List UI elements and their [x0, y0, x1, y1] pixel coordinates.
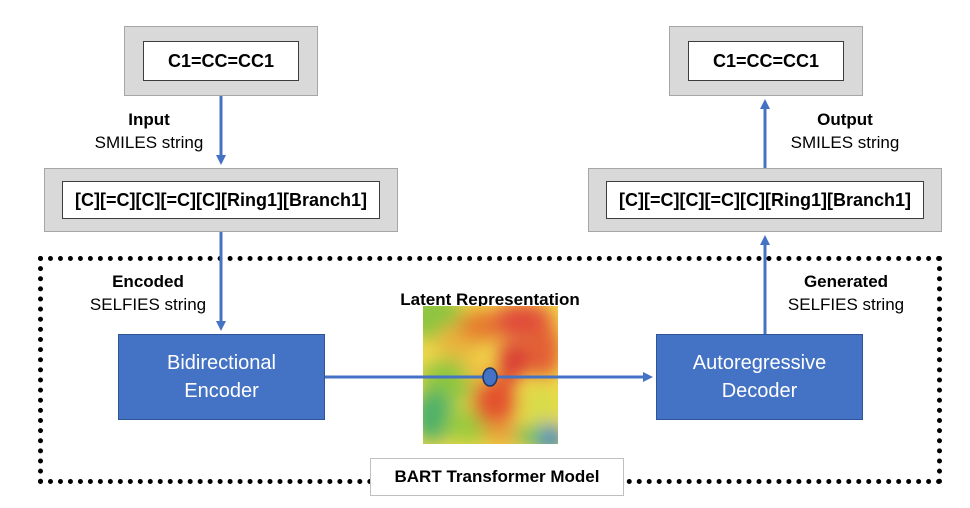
output-label-title: Output	[817, 110, 873, 129]
output-label: Output SMILES string	[780, 108, 910, 154]
model-label: BART Transformer Model	[370, 458, 624, 496]
encoder-line2: Encoder	[184, 380, 259, 402]
generated-label-subtitle: SELFIES string	[787, 295, 905, 314]
encoded-label: Encoded SELFIES string	[78, 270, 218, 316]
decoder-line2: Decoder	[721, 380, 798, 402]
output-smiles-box: C1=CC=CC1	[688, 41, 844, 81]
encoded-label-subtitle: SELFIES string	[89, 295, 207, 314]
input-label-subtitle: SMILES string	[94, 133, 204, 152]
decoder-line1: Autoregressive	[692, 352, 827, 374]
input-label: Input SMILES string	[86, 108, 212, 154]
input-smiles-panel: C1=CC=CC1	[124, 26, 318, 96]
latent-heatmap	[423, 306, 558, 444]
autoregressive-decoder: Autoregressive Decoder	[656, 334, 863, 420]
output-selfies-panel: [C][=C][C][=C][C][Ring1][Branch1]	[588, 168, 942, 232]
input-selfies-panel: [C][=C][C][=C][C][Ring1][Branch1]	[44, 168, 398, 232]
input-selfies-box: [C][=C][C][=C][C][Ring1][Branch1]	[62, 181, 380, 219]
latent-point	[482, 367, 498, 387]
encoder-line1: Bidirectional	[167, 352, 276, 374]
generated-label: Generated SELFIES string	[776, 270, 916, 316]
encoded-label-title: Encoded	[112, 272, 184, 291]
output-label-subtitle: SMILES string	[790, 133, 900, 152]
output-selfies-box: [C][=C][C][=C][C][Ring1][Branch1]	[606, 181, 924, 219]
latent-title: Latent Representation	[400, 290, 580, 309]
input-label-title: Input	[128, 110, 170, 129]
generated-label-title: Generated	[803, 272, 889, 291]
bidirectional-encoder: Bidirectional Encoder	[118, 334, 325, 420]
output-smiles-panel: C1=CC=CC1	[669, 26, 863, 96]
input-smiles-box: C1=CC=CC1	[143, 41, 299, 81]
